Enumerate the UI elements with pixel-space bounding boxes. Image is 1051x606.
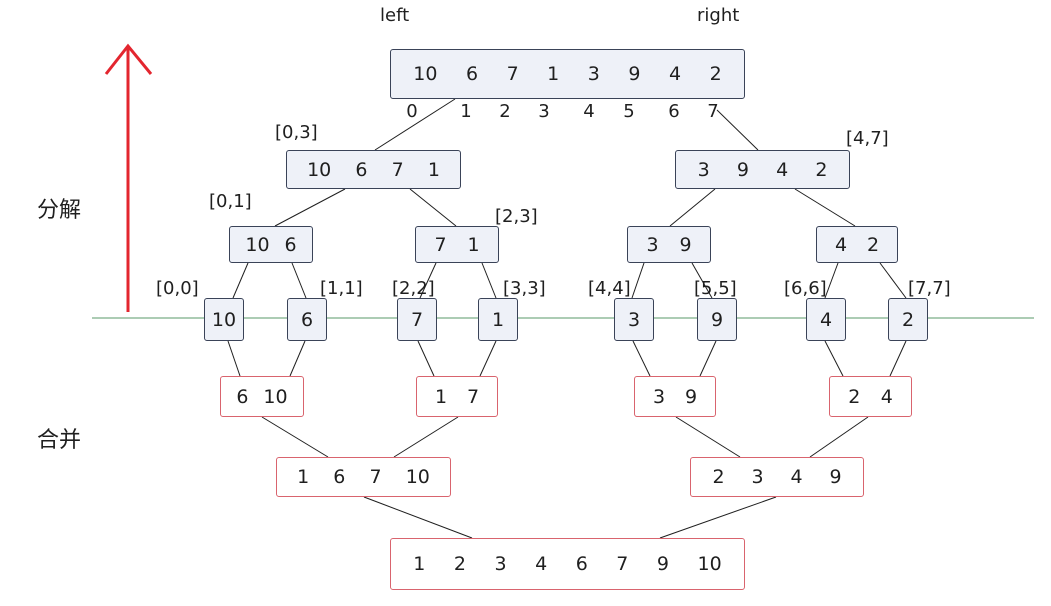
- array-cell: 10: [245, 233, 270, 256]
- array-cell: 1: [547, 63, 560, 85]
- array-cell: 2: [712, 466, 725, 488]
- array-cell: 7: [466, 385, 480, 408]
- array-cell: 2: [453, 553, 466, 575]
- array-cell: 3: [587, 63, 600, 85]
- array-cell: 6: [333, 466, 346, 488]
- range-label: [5,5]: [694, 278, 737, 299]
- range-label: [6,6]: [784, 278, 827, 299]
- leaf-node: 9: [697, 298, 737, 341]
- split-phase-label: 分解: [37, 198, 82, 223]
- array-cell: 9: [736, 158, 749, 181]
- array-cell: 9: [684, 385, 698, 408]
- array-cell: 4: [776, 158, 789, 181]
- merge-node: 3 9: [634, 376, 716, 417]
- root-array: 10 6 7 1 3 9 4 2: [390, 49, 745, 99]
- arrow-head: [104, 43, 153, 75]
- array-cell: 2: [815, 158, 828, 181]
- array-cell: 3: [652, 385, 666, 408]
- split-node: 4 2: [816, 226, 898, 263]
- array-cell: 6: [236, 385, 249, 408]
- leaf-node: 6: [287, 298, 327, 341]
- array-cell: 9: [829, 466, 842, 488]
- range-label: [0,3]: [275, 122, 318, 143]
- array-cell: 3: [697, 158, 710, 181]
- array-cell: 6: [575, 553, 588, 575]
- array-cell: 4: [535, 553, 548, 575]
- array-cell: 7: [506, 63, 519, 85]
- split-node: 7 1: [415, 226, 499, 263]
- range-label: [4,4]: [588, 278, 631, 299]
- index-label: 5: [623, 101, 635, 122]
- leaf-node: 7: [397, 298, 437, 341]
- array-cell: 3: [494, 553, 507, 575]
- array-cell: 10: [697, 553, 722, 575]
- array-cell: 1: [467, 233, 480, 256]
- array-cell: 10: [307, 158, 332, 181]
- array-cell: 7: [369, 466, 382, 488]
- index-label: 4: [583, 101, 595, 122]
- range-label: [3,3]: [503, 278, 546, 299]
- array-cell: 10: [263, 385, 288, 408]
- merge-node: 1 7: [416, 376, 498, 417]
- array-cell: 1: [434, 385, 448, 408]
- split-node: 10 6 7 1: [286, 150, 461, 189]
- array-cell: 3: [646, 233, 659, 256]
- index-label: 7: [707, 101, 719, 122]
- leaf-node: 1: [478, 298, 518, 341]
- merge-node: 2 4: [829, 376, 912, 417]
- array-cell: 7: [616, 553, 629, 575]
- leaf-node: 2: [888, 298, 928, 341]
- array-cell: 10: [413, 63, 438, 85]
- merge-phase-label: 合并: [37, 428, 82, 453]
- range-label: [4,7]: [846, 128, 889, 149]
- array-cell: 6: [284, 233, 297, 256]
- array-cell: 4: [834, 233, 848, 256]
- range-label: [2,2]: [392, 278, 435, 299]
- array-cell: 1: [427, 158, 440, 181]
- split-node: 10 6: [229, 226, 313, 263]
- array-cell: 2: [866, 233, 880, 256]
- index-label: 3: [538, 101, 550, 122]
- leaf-node: 4: [806, 298, 846, 341]
- array-cell: 2: [848, 385, 861, 408]
- array-cell: 1: [413, 553, 426, 575]
- range-label: [7,7]: [908, 278, 951, 299]
- range-label: [1,1]: [320, 278, 363, 299]
- array-cell: 6: [355, 158, 368, 181]
- array-cell: 4: [669, 63, 682, 85]
- merge-node: 1 6 7 10: [276, 457, 451, 497]
- array-cell: 9: [628, 63, 641, 85]
- range-label: [2,3]: [495, 206, 538, 227]
- range-label: [0,0]: [156, 278, 199, 299]
- right-pointer-label: right: [697, 5, 740, 26]
- leaf-node: 3: [614, 298, 654, 341]
- index-label: 0: [406, 101, 418, 122]
- array-cell: 4: [880, 385, 893, 408]
- array-cell: 4: [790, 466, 803, 488]
- array-cell: 10: [405, 466, 430, 488]
- index-label: 1: [460, 101, 472, 122]
- array-cell: 2: [709, 63, 722, 85]
- array-cell: 7: [434, 233, 447, 256]
- merge-node: 2 3 4 9: [690, 457, 864, 497]
- index-label: 6: [668, 101, 680, 122]
- array-cell: 9: [656, 553, 669, 575]
- sorted-array: 1 2 3 4 6 7 9 10: [390, 538, 745, 590]
- array-cell: 6: [465, 63, 479, 85]
- index-label: 2: [499, 101, 511, 122]
- array-cell: 9: [679, 233, 692, 256]
- array-cell: 3: [751, 466, 764, 488]
- split-node: 3 9: [627, 226, 711, 263]
- leaf-node: 10: [204, 298, 244, 341]
- array-cell: 1: [297, 466, 310, 488]
- split-node: 3 9 4 2: [675, 150, 850, 189]
- merge-node: 6 10: [220, 376, 304, 417]
- range-label: [0,1]: [209, 191, 252, 212]
- array-cell: 7: [391, 158, 404, 181]
- left-pointer-label: left: [380, 5, 410, 26]
